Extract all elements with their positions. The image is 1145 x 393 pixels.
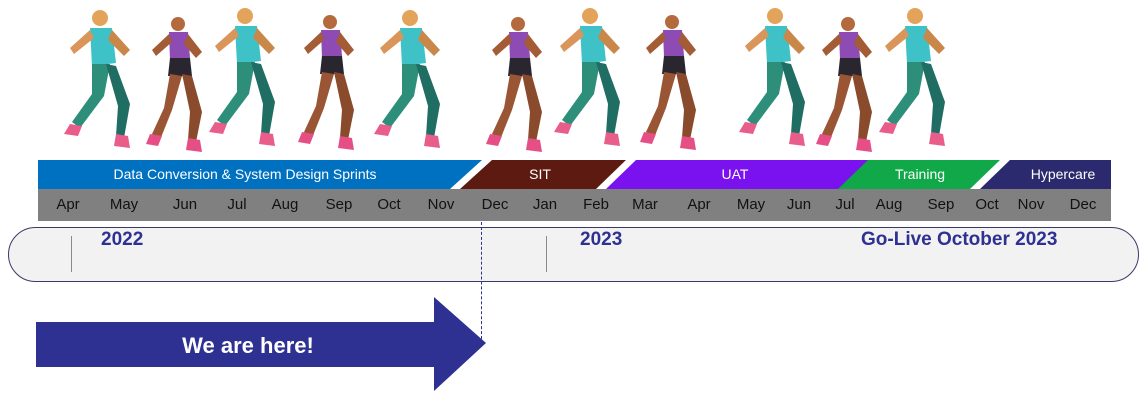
year-tick-2023	[546, 236, 547, 272]
month-label: Sep	[325, 196, 353, 213]
go-live-label: Go-Live October 2023	[861, 229, 1058, 250]
year-tick-2022	[71, 236, 72, 272]
year-label-2023: 2023	[580, 229, 623, 250]
month-label: Jul	[835, 196, 855, 213]
month-label: Apr	[687, 196, 711, 213]
month-label: Nov	[427, 196, 455, 213]
month-label: Jul	[227, 196, 247, 213]
phase-band-training	[838, 160, 1000, 189]
month-label: Apr	[56, 196, 80, 213]
month-label: Dec	[481, 196, 509, 213]
phase-band-hypercare	[980, 160, 1111, 189]
phase-label-hypercare: Hypercare	[1030, 166, 1096, 182]
phase-band-sit	[460, 160, 626, 189]
we-are-here-arrow	[36, 297, 486, 391]
we-are-here-label: We are here!	[182, 333, 314, 358]
phase-band-uat	[606, 160, 876, 189]
year-label-2022: 2022	[101, 229, 144, 250]
year-timeline	[8, 227, 1139, 282]
month-label: Oct	[975, 196, 999, 213]
phase-label-sit: SIT	[529, 166, 551, 182]
month-label: Sep	[927, 196, 955, 213]
phase-band-data-conversion	[38, 160, 482, 189]
month-label: Aug	[875, 196, 903, 213]
phase-label-data-conversion: Data Conversion & System Design Sprints	[113, 166, 377, 182]
month-label: Jun	[172, 196, 198, 213]
phase-label-uat: UAT	[721, 166, 749, 182]
month-label: Feb	[583, 196, 609, 213]
month-label: Jun	[786, 196, 812, 213]
month-label: Nov	[1017, 196, 1045, 213]
month-label: Dec	[1069, 196, 1097, 213]
month-label: Oct	[377, 196, 401, 213]
month-bar	[38, 189, 1111, 221]
month-label: Aug	[271, 196, 299, 213]
month-label: Jan	[532, 196, 558, 213]
phase-label-training: Training	[894, 166, 946, 182]
month-label: Mar	[632, 196, 658, 213]
month-label: May	[736, 196, 766, 213]
current-date-marker-line	[481, 222, 482, 344]
month-label: May	[109, 196, 139, 213]
